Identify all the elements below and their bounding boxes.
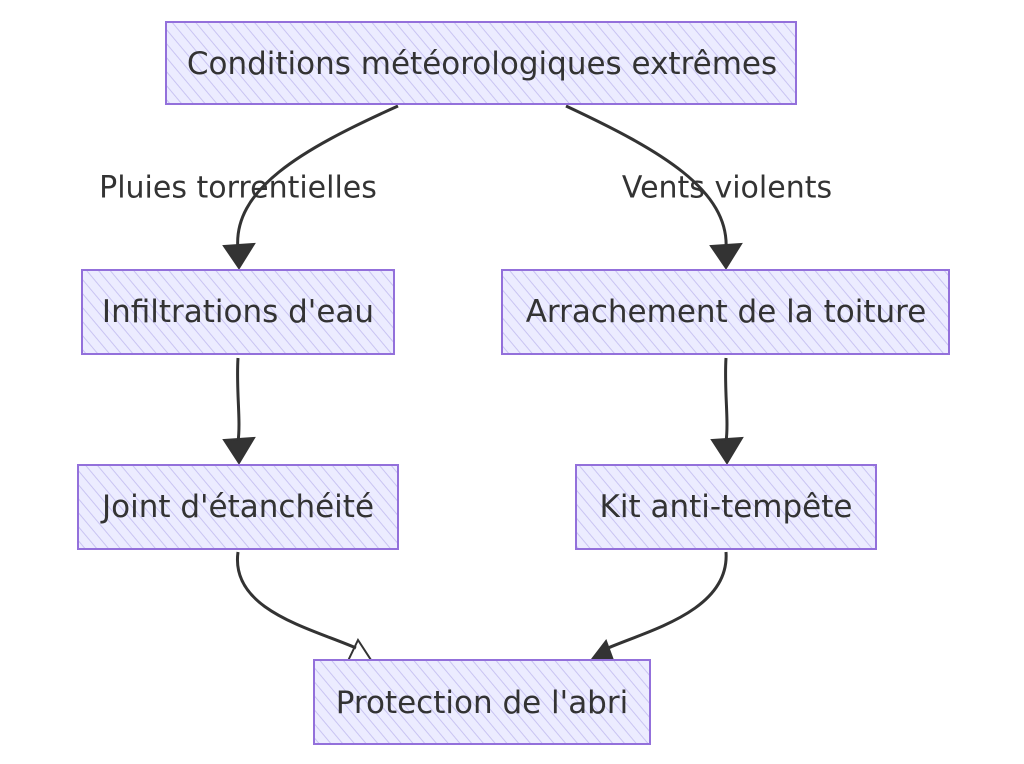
node-conditions-label: Conditions météorologiques extrêmes	[187, 46, 777, 82]
edge-label-pluies: Pluies torrentielles	[99, 171, 377, 206]
node-joint: Joint d'étanchéité	[77, 464, 399, 550]
edge-conditions-to-infiltrations	[222, 104, 399, 270]
edge-label-vents: Vents violents	[622, 171, 832, 206]
node-kit: Kit anti-tempête	[575, 464, 877, 550]
node-kit-label: Kit anti-tempête	[600, 489, 853, 525]
node-conditions: Conditions météorologiques extrêmes	[165, 21, 797, 105]
edge-arrachement-to-kit	[710, 357, 744, 465]
edge-conditions-to-arrachement	[565, 104, 743, 270]
node-arrachement-label: Arrachement de la toiture	[526, 294, 927, 330]
node-infiltrations: Infiltrations d'eau	[81, 269, 395, 355]
node-protection: Protection de l'abri	[313, 659, 651, 745]
node-arrachement: Arrachement de la toiture	[501, 269, 950, 355]
node-protection-label: Protection de l'abri	[336, 685, 628, 721]
edge-infiltrations-to-joint	[222, 357, 256, 465]
edge-kit-to-protection	[588, 551, 728, 665]
node-infiltrations-label: Infiltrations d'eau	[102, 294, 374, 330]
node-joint-label: Joint d'étanchéité	[100, 489, 374, 525]
edge-joint-to-protection	[236, 551, 373, 665]
